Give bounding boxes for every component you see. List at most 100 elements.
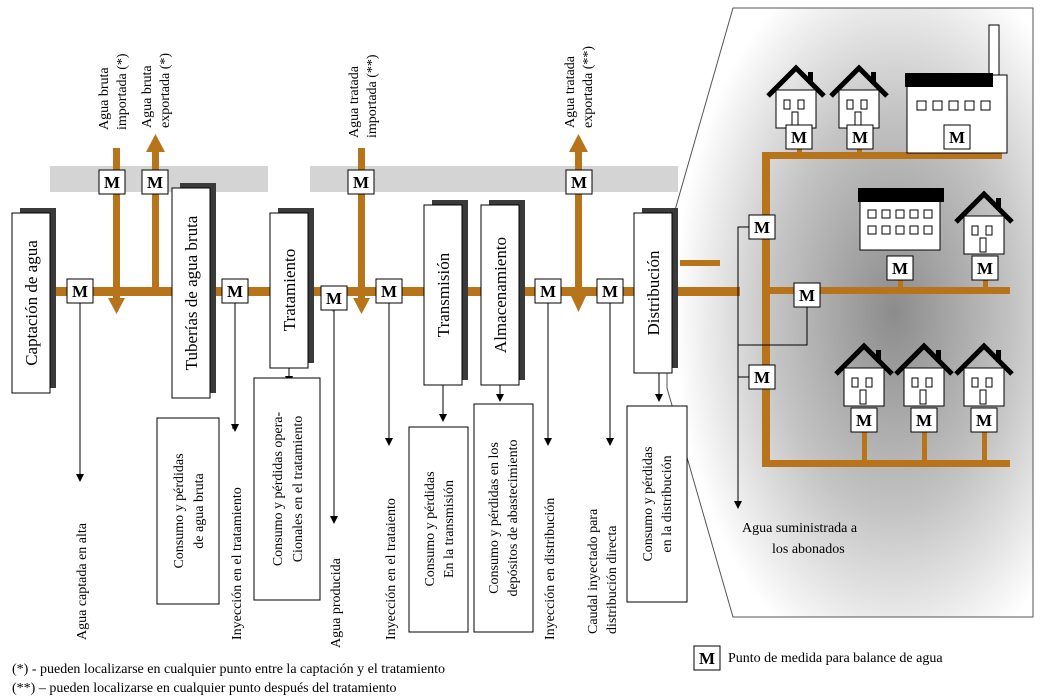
box-consumo-depositos: Consumo y pérdidas en los depósitos de a… [473, 403, 534, 633]
house-icon [894, 342, 954, 407]
stage-captacion: Captación de agua [11, 208, 56, 394]
svg-text:M: M [949, 128, 965, 147]
house-icon [829, 64, 889, 129]
label-tratada-exportada-l1: Agua tratada [563, 55, 578, 128]
meter-apartment: M [886, 255, 914, 281]
svg-text:Consumo y pérdidas en los: Consumo y pérdidas en los [487, 442, 502, 594]
stage-captacion-label: Captación de agua [22, 240, 41, 366]
meter-caudal-directa: M [596, 278, 624, 304]
svg-text:M: M [326, 289, 342, 308]
meter-treated-export: M [565, 169, 593, 195]
svg-text:M: M [381, 282, 397, 301]
label-bruta-importada-l2: importada (*) [115, 53, 130, 130]
meter-city-2: M [793, 282, 821, 308]
svg-text:M: M [916, 411, 932, 430]
house-icon [834, 342, 894, 407]
house-icon [954, 190, 1014, 255]
svg-text:M: M [754, 368, 770, 387]
stage-transmision-label: Transmisión [434, 252, 453, 337]
connector-lines [76, 226, 808, 524]
svg-text:M: M [147, 173, 163, 192]
meter-factory: M [943, 124, 971, 150]
treated-export-pipe [569, 134, 588, 290]
label-inyeccion-distribucion: Inyección en distribución [543, 498, 558, 640]
stage-distribucion-label: Distribución [644, 250, 663, 335]
meter-house-6: M [910, 407, 938, 433]
svg-text:M: M [852, 128, 868, 147]
svg-text:M: M [104, 173, 120, 192]
svg-text:Consumo y pérdidas: Consumo y pérdidas [172, 453, 187, 568]
box-consumo-transmision: Consumo y pérdidas En la transmisión [408, 426, 469, 633]
stage-transmision: Transmisión [423, 200, 468, 386]
label-bruta-exportada-l1: Agua bruta [140, 65, 155, 128]
meter-producida: M [320, 285, 348, 311]
stage-tratamiento-label: Tratamiento [280, 249, 299, 331]
legend-meter-symbol [693, 645, 721, 671]
box-consumo-distribucion: Consumo y pérdidas en la distribución [626, 405, 688, 603]
svg-text:M: M [602, 282, 618, 301]
meter-raw-import: M [98, 169, 126, 195]
svg-text:M: M [754, 218, 770, 237]
label-suministrada-l2: los abonados [772, 542, 845, 557]
meter-raw-export: M [141, 169, 169, 195]
svg-text:M: M [799, 286, 815, 305]
svg-text:M: M [699, 649, 715, 668]
stage-almacenamiento: Almacenamiento [480, 200, 525, 386]
label-producida: Agua producida [329, 557, 344, 648]
label-suministrada-l1: Agua suministrada a [742, 521, 858, 536]
svg-text:M: M [791, 128, 807, 147]
raw-export-pipe [146, 134, 165, 290]
meter-inyeccion-distribucion: M [534, 278, 562, 304]
label-caudal-l1: Caudal inyectado para [586, 508, 601, 634]
svg-text:M: M [72, 282, 88, 301]
legend-text: Punto de medida para balance de agua [728, 651, 943, 666]
svg-text:Consumo y pérdidas opera-: Consumo y pérdidas opera- [271, 411, 286, 566]
svg-text:M: M [977, 259, 993, 278]
svg-text:M: M [571, 173, 587, 192]
svg-text:M: M [892, 259, 908, 278]
raw-import-pipe [108, 148, 125, 314]
label-tratada-exportada-l2: exportada (**) [581, 46, 596, 128]
svg-text:en la distribución: en la distribución [660, 455, 675, 552]
meter-house-2: M [846, 124, 874, 150]
legend: M Punto de medida para balance de agua [693, 645, 943, 671]
footnote-2: (**) – pueden localizarse en cualquier p… [12, 681, 396, 696]
meter-city-3: M [748, 364, 776, 390]
house-icon [954, 342, 1014, 407]
svg-text:Consumo y pérdidas: Consumo y pérdidas [423, 471, 438, 586]
svg-text:depósitos de abastecimiento: depósitos de abastecimiento [506, 439, 521, 596]
svg-text:M: M [540, 282, 556, 301]
meter-house-4: M [971, 255, 999, 281]
stage-almacenamiento-label: Almacenamiento [491, 237, 510, 353]
stage-tuberias-label: Tuberías de agua bruta [182, 215, 201, 370]
svg-text:Consumo y pérdidas: Consumo y pérdidas [641, 446, 656, 561]
meter-house-1: M [785, 124, 813, 150]
label-inyeccion-trataiento: Inyección en el trataiento [384, 498, 399, 640]
label-tratada-importada-l2: importada (**) [365, 54, 380, 138]
svg-text:Cionales en el tratamiento: Cionales en el tratamiento [291, 416, 306, 563]
meter-house-7: M [970, 407, 998, 433]
svg-text:En la transmisión: En la transmisión [442, 480, 457, 578]
svg-text:M: M [227, 282, 243, 301]
svg-text:de agua bruta: de agua bruta [192, 473, 207, 549]
meter-city-1: M [748, 214, 776, 240]
label-bruta-exportada-l2: exportada (*) [158, 53, 173, 128]
label-bruta-importada-l1: Agua bruta [97, 67, 112, 130]
label-caudal-l2: distribución directa [605, 525, 620, 634]
label-captada: Agua captada en alta [75, 522, 90, 640]
box-consumo-tratamiento: Consumo y pérdidas opera- Cionales en el… [253, 377, 321, 601]
meter-treated-import: M [347, 169, 375, 195]
stage-tratamiento: Tratamiento [269, 208, 314, 369]
svg-text:M: M [353, 173, 369, 192]
svg-text:M: M [856, 411, 872, 430]
label-inyeccion-tratamiento: Inyección en el tratamiento [230, 487, 245, 640]
meter-inyeccion-trataiento: M [375, 278, 403, 304]
stage-distribucion: Distribución [633, 208, 678, 374]
city-pipe-stub [680, 260, 720, 266]
meter-inyeccion-tratamiento: M [221, 278, 249, 304]
city-pipe-stub-2 [680, 287, 740, 296]
svg-text:M: M [976, 411, 992, 430]
stage-tuberias: Tuberías de agua bruta [171, 183, 216, 399]
footnote-1: (*) - pueden localizarse en cualquier pu… [12, 662, 445, 677]
label-tratada-importada-l1: Agua tratada [347, 65, 362, 138]
